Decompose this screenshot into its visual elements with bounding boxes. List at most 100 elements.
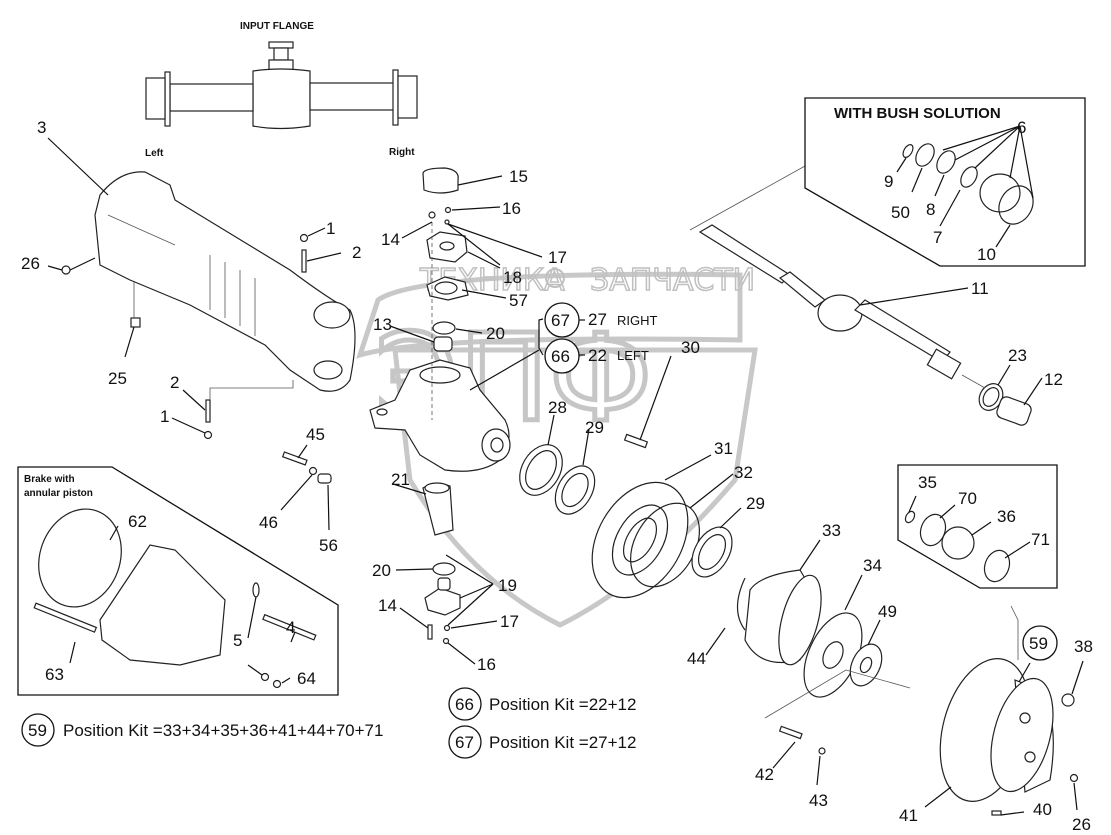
leader-line (939, 189, 961, 227)
assembly-line (961, 374, 986, 389)
kit-legend-circle (21, 713, 55, 747)
kit-legend-text: Position Kit =27+12 (489, 733, 636, 752)
callout-33: 33 (822, 521, 841, 540)
kit-legend-circle (448, 687, 482, 721)
knuckle-spindle-bore (490, 437, 504, 453)
shaft-inner (778, 271, 827, 308)
callout-1: 1 (160, 407, 169, 426)
leader-line (896, 157, 907, 173)
stud-42 (778, 725, 803, 740)
callout-18: 18 (503, 268, 522, 287)
pivot-pin-19-stem (437, 577, 451, 591)
leader-line (772, 741, 796, 769)
left-hub (145, 77, 166, 120)
kit-legend-59: 59 Position Kit =33+34+35+36+41+44+70+71 (21, 713, 383, 747)
bearing-71 (983, 549, 1011, 583)
leader-line (297, 444, 308, 459)
leader-line (281, 677, 291, 684)
leader-line (719, 507, 742, 529)
bushing-21-top (424, 482, 450, 494)
callout-46: 46 (259, 513, 278, 532)
leader-line (399, 607, 429, 629)
leader-line (547, 414, 555, 446)
leader-line (1004, 541, 1031, 559)
leader-line (247, 596, 257, 639)
knuckle-top-bore (419, 366, 461, 384)
callout-26: 26 (21, 254, 40, 273)
oring-62 (38, 508, 122, 608)
callout-1: 1 (326, 219, 335, 238)
leader-line (467, 251, 501, 269)
kit-marker-59: 59 (1022, 625, 1058, 661)
stud-30 (623, 433, 649, 449)
leader-line (327, 484, 330, 531)
cap-15 (422, 167, 459, 194)
fitting-17-top (444, 219, 450, 225)
oring-10 (998, 185, 1034, 225)
leader-line (447, 223, 501, 266)
flange-neck (273, 47, 289, 61)
callout-17: 17 (548, 248, 567, 267)
leader-line (459, 583, 494, 599)
leader-line (816, 755, 821, 786)
housing-41-cover (990, 677, 1054, 793)
nut-1-top (299, 233, 309, 243)
callout-43: 43 (809, 791, 828, 810)
carrier-34-bore (822, 641, 844, 669)
leader-line (401, 221, 433, 239)
kit-legend-id: 66 (455, 695, 474, 714)
bearing-29-inner (561, 472, 589, 508)
callout-30: 30 (681, 338, 700, 357)
shaft-outer (854, 299, 951, 363)
leader-line (447, 223, 543, 258)
housing-bore-top (313, 301, 351, 329)
grease-16-bottom (442, 637, 450, 645)
leader-line (867, 619, 881, 646)
kit-legend-66: 66 Position Kit =22+12 (448, 687, 636, 721)
assembly-line (689, 165, 806, 231)
ring-23-inner (982, 387, 1000, 407)
housing-41-hole (1019, 712, 1031, 724)
callout-19: 19 (498, 576, 517, 595)
axle-housing (94, 171, 356, 392)
kit-legend-67: 67 Position Kit =27+12 (448, 725, 636, 759)
cv-joint (817, 294, 863, 332)
leader-line (451, 206, 501, 211)
leader-line (307, 227, 326, 237)
housing-41-hole (1024, 751, 1036, 763)
callout-9: 9 (884, 172, 893, 191)
bushing-13 (433, 336, 453, 352)
right-tube (309, 82, 399, 111)
watermark-text-right: ЗАПЧАСТИ (590, 263, 755, 298)
callout-10: 10 (977, 245, 996, 264)
brake-housing (99, 544, 226, 666)
nut-5 (260, 672, 270, 682)
brake-box (17, 466, 339, 696)
assembly-line (1010, 605, 1019, 660)
leader-line (939, 504, 956, 519)
kit-circle-67 (544, 302, 580, 338)
side-label-left: LEFT (617, 348, 649, 363)
ring-gear-33-face (778, 574, 822, 666)
plug-26-hub (1069, 773, 1079, 783)
input-flange-schematic: INPUT FLANGE Left Right (145, 21, 418, 159)
right-hub (397, 75, 418, 119)
leader-line (639, 355, 672, 441)
input-flange-title: INPUT FLANGE (240, 21, 314, 32)
plug-25 (130, 317, 141, 328)
leader-line (182, 389, 206, 411)
leader-line (1019, 125, 1034, 199)
left-flange-plate (164, 71, 171, 127)
callout-36: 36 (997, 507, 1016, 526)
callout-28: 28 (548, 398, 567, 417)
callout-50: 50 (891, 203, 910, 222)
callout-62: 62 (128, 512, 147, 531)
leader-line (447, 583, 494, 626)
hub-assembly (519, 433, 911, 755)
kit-number-59: 59 (1029, 634, 1048, 653)
leader-line (664, 454, 712, 481)
kit-number-66: 66 (551, 347, 570, 366)
callout-29: 29 (746, 494, 765, 513)
callout-22: 22 (588, 346, 607, 365)
leader-line (445, 554, 494, 585)
